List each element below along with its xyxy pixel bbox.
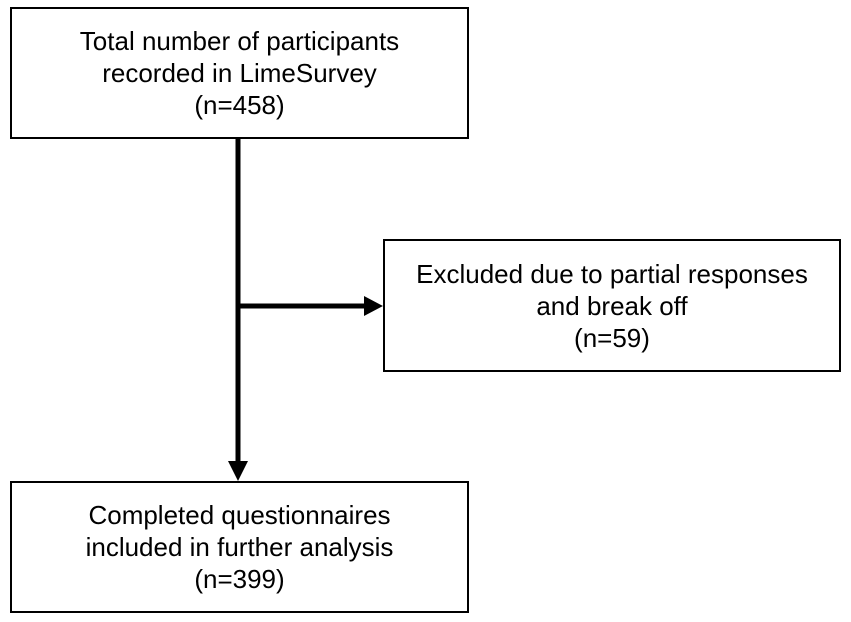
completed-box: Completed questionnaires included in fur… xyxy=(10,481,469,613)
excluded-box: Excluded due to partial responses and br… xyxy=(383,239,841,372)
excluded-line2: and break off xyxy=(536,290,688,321)
completed-line2: included in further analysis xyxy=(85,532,394,562)
arrowhead-down xyxy=(228,461,248,481)
completed-count: (n=399) xyxy=(194,564,285,594)
completed-line1: Completed questionnaires xyxy=(88,500,391,530)
total-participants-line2: recorded in LimeSurvey xyxy=(102,58,377,88)
total-participants-count: (n=458) xyxy=(194,90,285,120)
arrowhead-right xyxy=(364,296,383,316)
excluded-count: (n=59) xyxy=(574,322,650,353)
total-participants-box: Total number of participants recorded in… xyxy=(10,7,469,139)
total-participants-line1: Total number of participants xyxy=(79,26,400,56)
excluded-line1: Excluded due to partial responses xyxy=(416,258,808,289)
